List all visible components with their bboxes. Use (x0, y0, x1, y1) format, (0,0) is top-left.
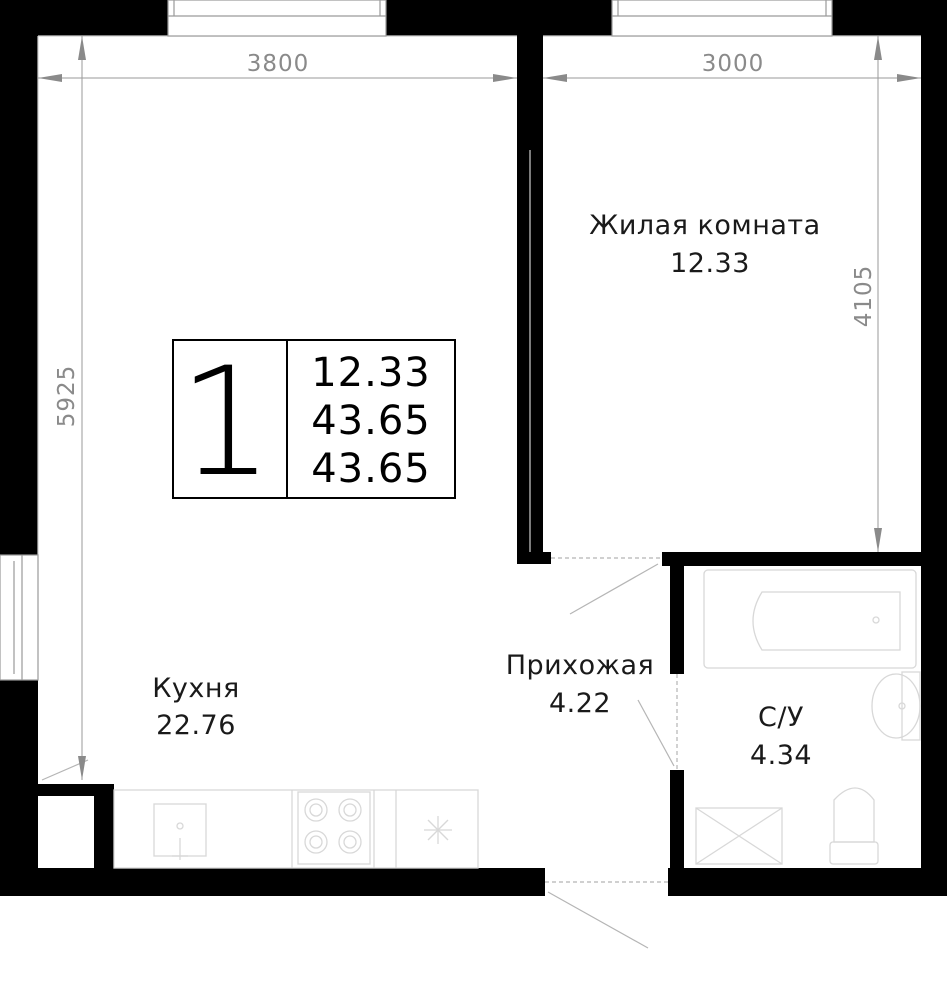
kitchen-counter (113, 789, 479, 869)
wall-left-upper (0, 0, 38, 555)
wall-living-bottom (662, 552, 947, 566)
room-area-living: 12.33 (670, 248, 750, 279)
wall-top-1 (0, 0, 168, 36)
wall-kitchen-column (94, 784, 114, 874)
window-living-top (611, 0, 833, 37)
dimension-top-left: 3800 (247, 51, 310, 77)
apartment-summary-box (172, 339, 456, 499)
windows (0, 0, 833, 681)
bathtub-icon (703, 569, 917, 669)
door-living-leaf (569, 563, 659, 615)
room-area-bathroom: 4.34 (750, 740, 812, 771)
window-kitchen-top (167, 0, 387, 37)
washbasin-icon (871, 671, 921, 741)
door-entrance-leaf (547, 891, 649, 949)
shower-tray-icon (695, 807, 783, 865)
wall-right (921, 36, 947, 896)
wall-center-foot (517, 552, 551, 564)
room-area-kitchen: 22.76 (156, 710, 236, 741)
wall-bath-left-lower (670, 770, 684, 896)
door-bath-leaf (637, 699, 675, 767)
wall-bath-left-upper (670, 552, 684, 674)
inner-borders (37, 35, 921, 555)
window-kitchen-left (0, 554, 39, 681)
kitchen-sink-icon (153, 803, 207, 860)
doors (41, 557, 678, 949)
room-name-kitchen: Кухня (152, 673, 240, 704)
walls (0, 0, 947, 896)
summary-total-area: 43.65 (311, 398, 431, 444)
dimension-right: 4105 (851, 265, 877, 328)
wall-top-3 (832, 0, 947, 36)
wall-bottom-left (0, 868, 545, 896)
dimension-left: 5925 (54, 365, 80, 428)
stove-icon (297, 791, 371, 865)
summary-living-area: 12.33 (311, 350, 431, 396)
wall-kitchen-ledge (38, 784, 108, 796)
room-name-bathroom: С/У (758, 702, 804, 733)
wall-top-2 (386, 0, 612, 36)
wall-left-lower (0, 680, 38, 895)
room-count: 1 (178, 336, 273, 510)
room-name-living: Жилая комната (589, 210, 820, 241)
summary-area-with-balcony: 43.65 (311, 446, 431, 492)
room-area-hallway: 4.22 (549, 688, 611, 719)
dimension-top-right: 3000 (702, 51, 765, 77)
fridge-icon (424, 816, 452, 844)
room-name-hallway: Прихожая (506, 650, 655, 681)
wall-bottom-right (668, 868, 947, 896)
toilet-icon (829, 787, 879, 865)
dimension-lines (38, 36, 921, 780)
